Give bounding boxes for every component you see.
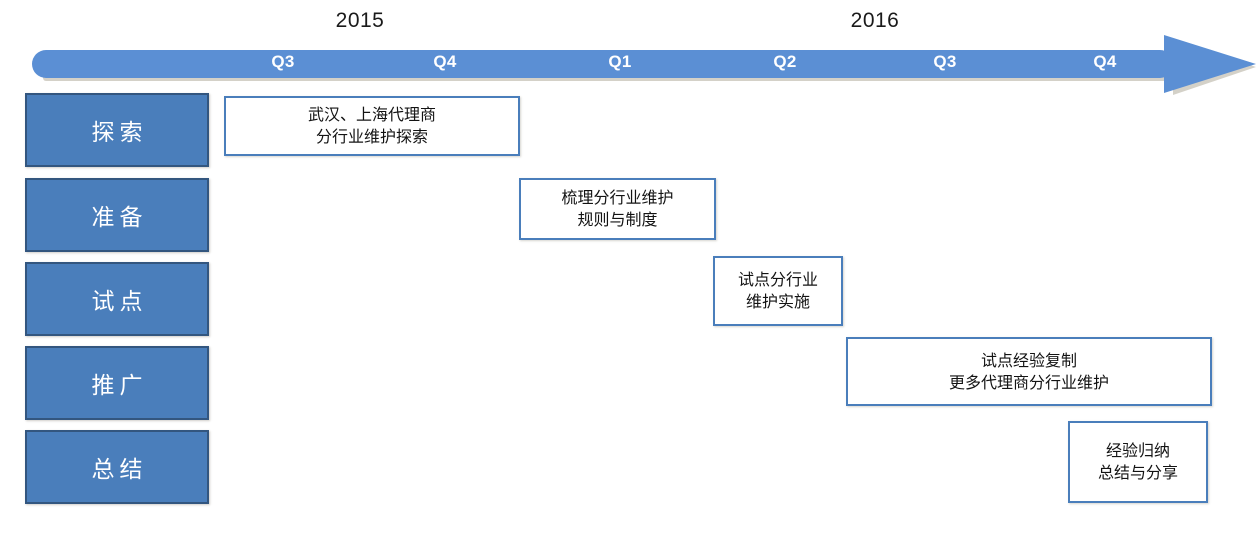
milestone-text-line: 武汉、上海代理商 bbox=[307, 105, 436, 125]
arrow-head bbox=[1164, 35, 1256, 93]
quarter-label-2016-q1: Q1 bbox=[608, 52, 632, 71]
phase-label: 推广 bbox=[91, 373, 148, 399]
phase-label: 试点 bbox=[91, 289, 148, 315]
phase-label: 探索 bbox=[91, 120, 148, 146]
milestone-box-summary[interactable]: 经验归纳 总结与分享 bbox=[1068, 421, 1208, 503]
phase-box-summary[interactable]: 总结 bbox=[25, 430, 209, 504]
year-label-2016: 2016 bbox=[850, 9, 900, 32]
quarter-label-2015-q4: Q4 bbox=[433, 52, 457, 71]
milestone-text-line: 总结与分享 bbox=[1097, 463, 1178, 482]
milestone-text-line: 经验归纳 bbox=[1105, 441, 1170, 461]
milestone-text-line: 更多代理商分行业维护 bbox=[948, 372, 1109, 392]
milestone-text-line: 试点分行业 bbox=[737, 270, 818, 290]
phase-label: 总结 bbox=[91, 457, 148, 483]
milestone-text-line: 试点经验复制 bbox=[980, 350, 1077, 370]
year-label-2015: 2015 bbox=[335, 9, 385, 32]
phase-box-prepare[interactable]: 准备 bbox=[25, 178, 209, 252]
milestone-box-prepare[interactable]: 梳理分行业维护 规则与制度 bbox=[519, 178, 716, 240]
quarter-label-2015-q3: Q3 bbox=[271, 52, 295, 71]
phase-box-rollout[interactable]: 推广 bbox=[25, 346, 209, 420]
milestone-box-explore[interactable]: 武汉、上海代理商 分行业维护探索 bbox=[224, 96, 520, 156]
phase-box-explore[interactable]: 探索 bbox=[25, 93, 209, 167]
milestone-box-rollout[interactable]: 试点经验复制 更多代理商分行业维护 bbox=[846, 337, 1212, 406]
timeline-arrow-bar bbox=[32, 33, 1256, 95]
arrow-shaft bbox=[32, 50, 1174, 78]
milestone-text-line: 梳理分行业维护 bbox=[561, 188, 674, 208]
milestone-text-line: 维护实施 bbox=[745, 292, 810, 311]
milestone-box-pilot[interactable]: 试点分行业 维护实施 bbox=[713, 256, 843, 326]
milestone-text-line: 分行业维护探索 bbox=[315, 127, 428, 146]
quarter-label-2016-q2: Q2 bbox=[773, 52, 797, 71]
phase-label: 准备 bbox=[91, 205, 148, 231]
quarter-label-2016-q3: Q3 bbox=[933, 52, 957, 71]
phase-box-pilot[interactable]: 试点 bbox=[25, 262, 209, 336]
quarter-label-2016-q4: Q4 bbox=[1093, 52, 1117, 71]
milestone-text-line: 规则与制度 bbox=[577, 210, 658, 229]
